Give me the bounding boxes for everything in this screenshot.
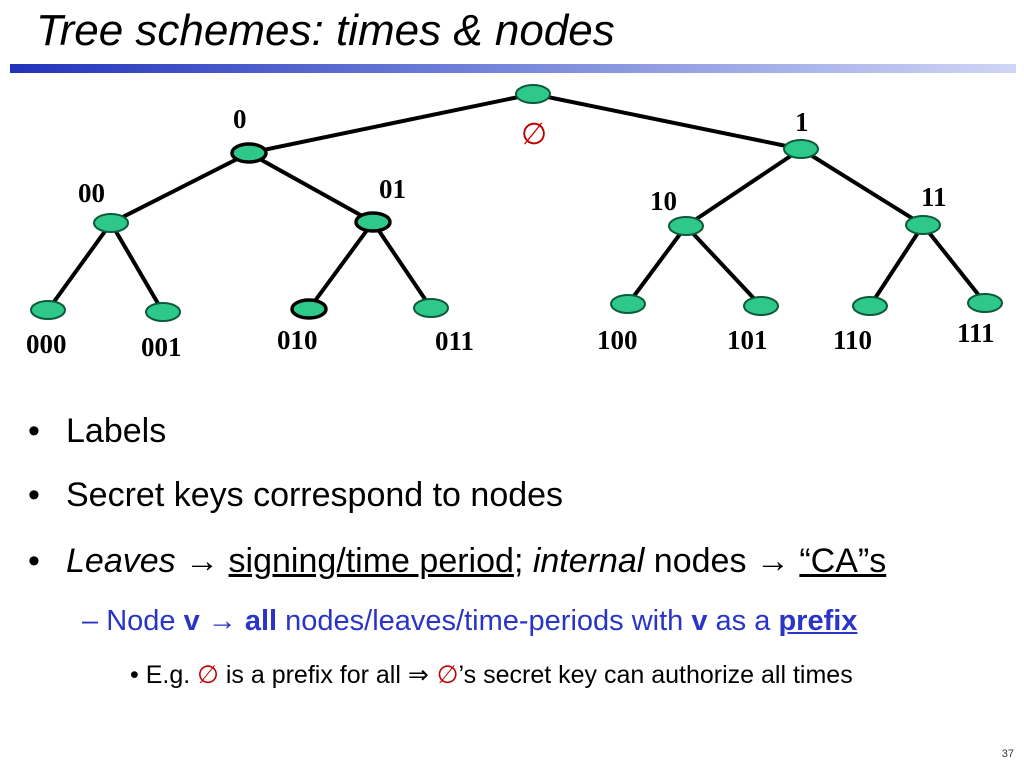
ca-text: “CA”s (799, 542, 887, 580)
node-label-1: 1 (795, 107, 809, 137)
nodes-arrow-text: nodes → (644, 542, 800, 580)
tree-node-010 (290, 298, 328, 320)
node-label-00: 00 (78, 178, 105, 208)
bullet-labels-text: Labels (66, 412, 167, 450)
slide-title: Tree schemes: times & nodes (36, 6, 615, 55)
tree-node-10 (668, 216, 704, 236)
prefix-word: prefix (778, 605, 858, 637)
tree-nodes (30, 84, 1003, 322)
signing-time-period-text: signing/time period (228, 542, 514, 580)
title-underline (10, 64, 1016, 73)
bullet-dot: • (28, 412, 40, 450)
edge-01-010 (307, 220, 375, 311)
sub-sub-bullet-example: • E.g. ∅ is a prefix for all ⇒ ∅’s secre… (130, 660, 853, 690)
tree-node-011 (413, 298, 449, 318)
node-label-010: 010 (277, 325, 318, 355)
tree-node-101 (743, 296, 779, 316)
binary-tree-diagram: ∅ 0 1 00 01 10 11 000 001 010 011 100 10… (26, 84, 1003, 362)
node-label-10: 10 (650, 186, 677, 216)
edge-root-0 (248, 92, 534, 155)
edge-01-011 (371, 220, 433, 310)
edge-1-11 (799, 147, 925, 227)
secret-key-text: ’s secret key can authorize all times (458, 661, 853, 689)
node-label-01: 01 (379, 174, 406, 204)
nodes-leaves-text: nodes/leaves/time-periods with (277, 605, 692, 637)
bullet-secret-keys: • Secret keys correspond to nodes (28, 476, 563, 515)
arrow-text: → (175, 542, 229, 580)
tree-node-0 (230, 142, 268, 164)
node-label-11: 11 (921, 182, 947, 212)
tree-node-100 (610, 294, 646, 314)
node-label-101: 101 (727, 325, 768, 355)
tree-node-01 (354, 211, 392, 233)
edge-0-00 (110, 151, 250, 225)
all-word: all (244, 605, 278, 637)
leaves-word: Leaves (66, 542, 176, 580)
node-label-100: 100 (597, 325, 638, 355)
semicolon-text: ; (513, 542, 533, 580)
edge-00-001 (109, 221, 165, 314)
node-label-011: 011 (435, 326, 474, 356)
page-number: 37 (1001, 748, 1014, 760)
v-symbol-2: v (691, 605, 708, 637)
tree-node-001 (145, 302, 181, 322)
edge-0-01 (248, 151, 374, 224)
as-a-text: as a (707, 605, 779, 637)
tree-node-00 (93, 213, 129, 233)
root-empty-set-label: ∅ (521, 117, 547, 152)
tree-node-110 (852, 296, 888, 316)
edge-root-1 (532, 92, 802, 151)
v-symbol: v (183, 605, 200, 637)
edge-11-111 (921, 223, 987, 305)
eg-text: E.g. (145, 661, 198, 689)
prefix-for-all-text: is a prefix for all (218, 661, 408, 689)
bullet-dot: • (28, 542, 40, 580)
tree-node-000 (30, 300, 66, 320)
edge-00-000 (46, 221, 113, 312)
empty-set-symbol-2: ∅ (436, 660, 459, 689)
node-word: Node (106, 605, 184, 637)
bullet-secret-keys-text: Secret keys correspond to nodes (66, 476, 564, 514)
edge-10-101 (684, 224, 763, 308)
node-label-110: 110 (833, 325, 872, 355)
edge-11-110 (868, 223, 925, 308)
bullet-labels: • Labels (28, 412, 166, 451)
bullet-dot-small: • (130, 661, 146, 689)
tree-node-root (515, 84, 551, 104)
node-label-111: 111 (957, 318, 995, 348)
bullet-leaves: •Leaves → signing/time period; internal … (28, 542, 886, 581)
tree-node-111 (967, 293, 1003, 313)
node-label-001: 001 (141, 332, 182, 362)
internal-word: internal (532, 542, 645, 580)
node-label-0: 0 (233, 104, 247, 134)
tree-node-11 (905, 215, 941, 235)
implies-symbol: ⇒ (407, 660, 437, 689)
arrow-text: → (199, 605, 245, 637)
empty-set-symbol: ∅ (197, 660, 219, 689)
tree-edges (46, 92, 987, 314)
edge-10-100 (626, 224, 688, 306)
node-label-000: 000 (26, 329, 67, 359)
sub-bullet-dash: – (82, 605, 107, 637)
edge-1-10 (684, 147, 803, 228)
tree-node-1 (783, 139, 819, 159)
bullet-dot: • (28, 476, 40, 514)
sub-bullet-node-prefix: – Node v → all nodes/leaves/time-periods… (82, 605, 857, 638)
